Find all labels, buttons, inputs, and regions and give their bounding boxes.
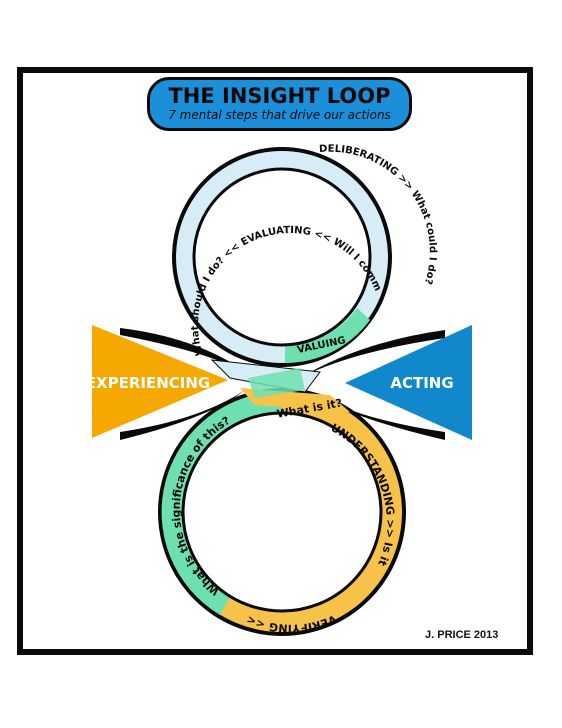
upper-ring-inner [192,167,372,347]
diagram-title: THE INSIGHT LOOP [168,84,391,108]
upper-ring-green-segment [285,308,370,363]
crossing-ribbon-green [248,368,305,398]
acting-triangle [345,325,472,440]
diagram-subtitle: 7 mental steps that drive our actions [168,108,391,122]
author-credit: J. PRICE 2013 [425,629,499,641]
lower-ring-inner [181,411,383,613]
right-upper-swoosh [300,330,445,378]
experiencing-triangle [92,325,228,438]
left-lower-swoosh [120,390,245,440]
title-banner: THE INSIGHT LOOP 7 mental steps that dri… [147,77,412,131]
lower-ring-green-segment [161,391,282,615]
experiencing-label: EXPERIENCING [86,374,210,392]
left-upper-swoosh [120,328,250,375]
right-lower-swoosh [310,392,445,440]
acting-label: ACTING [390,374,453,392]
